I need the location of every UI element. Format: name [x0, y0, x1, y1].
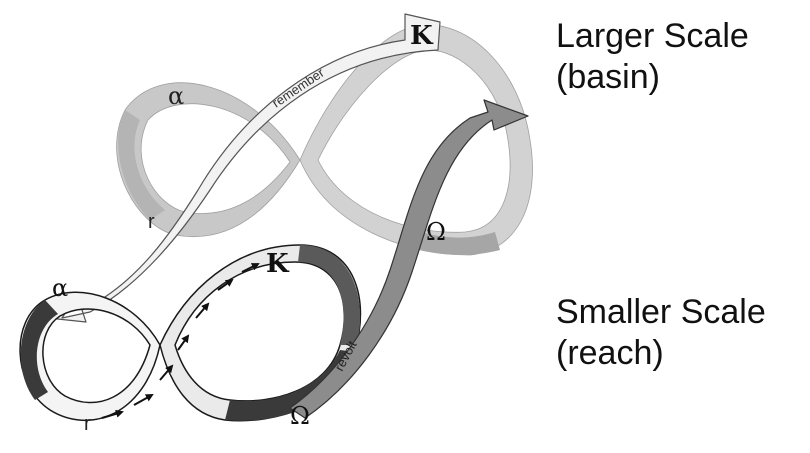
- small-loop-right-dark: [298, 245, 361, 345]
- small-loop-bottom-dark: [225, 350, 355, 421]
- remember-label: remember: [269, 65, 327, 111]
- large-r-label: r: [148, 211, 155, 233]
- smaller-scale-title: Smaller Scale: [556, 293, 766, 331]
- small-omega-label: Ω: [290, 402, 310, 430]
- smaller-scale-subtitle: (reach): [556, 334, 664, 372]
- small-k-label: K: [266, 249, 290, 279]
- small-alpha-label: α: [52, 274, 68, 302]
- large-loop-shade-left: [118, 110, 165, 220]
- revolt-band: [289, 99, 529, 419]
- large-alpha-label: α: [168, 82, 184, 110]
- small-loop-labels: α r K Ω: [52, 249, 310, 435]
- larger-scale-label: Larger Scale (basin): [556, 16, 749, 98]
- small-loop-left-dark: [20, 300, 59, 400]
- small-scale-loop: [19, 244, 362, 422]
- larger-scale-title: Larger Scale: [556, 17, 749, 55]
- large-omega-label: Ω: [426, 218, 446, 246]
- large-loop-labels: α r K Ω: [148, 21, 446, 246]
- larger-scale-subtitle: (basin): [556, 58, 660, 96]
- small-loop-arrow-track: [101, 263, 260, 419]
- small-r-label: r: [84, 413, 91, 435]
- large-k-label: K: [410, 21, 434, 51]
- revolt-connector: revolt: [289, 99, 529, 419]
- large-loop-shade: [405, 228, 500, 255]
- smaller-scale-label: Smaller Scale (reach): [556, 292, 766, 374]
